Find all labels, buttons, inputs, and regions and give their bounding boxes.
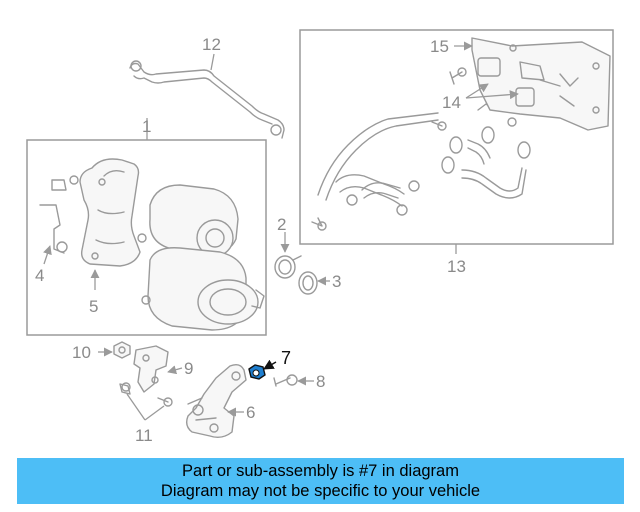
callout-2: 2 xyxy=(277,215,286,234)
leader-12 xyxy=(210,53,215,71)
leader-11a xyxy=(126,393,146,421)
part-10-nut xyxy=(113,341,131,359)
part-9-bracket xyxy=(133,345,169,393)
part-13-coolant-assembly xyxy=(299,29,614,245)
leader-9 xyxy=(167,365,183,375)
parts-diagram: 12 1 4 5 2 3 xyxy=(26,29,614,445)
callout-15: 15 xyxy=(430,37,449,56)
callout-14: 14 xyxy=(442,93,461,112)
part-12-pipe xyxy=(129,60,285,139)
leader-7 xyxy=(263,359,277,370)
part-7-nut-highlighted xyxy=(248,364,266,380)
part-1-turbo-assembly xyxy=(26,139,267,336)
leader-14a xyxy=(465,83,489,99)
part-11-bolts xyxy=(119,382,173,407)
part-6-bracket xyxy=(185,363,247,439)
callout-10: 10 xyxy=(72,343,91,362)
callout-7: 7 xyxy=(281,348,291,368)
callout-1: 1 xyxy=(142,117,151,136)
callout-8: 8 xyxy=(316,372,325,391)
info-banner: Part or sub-assembly is #7 in diagram Di… xyxy=(17,458,624,504)
banner-line-2: Diagram may not be specific to your vehi… xyxy=(160,482,481,500)
part-2-clamp xyxy=(274,255,302,279)
leader-14b xyxy=(465,90,519,100)
leader-11b xyxy=(144,405,165,421)
part-3-gasket xyxy=(298,271,318,295)
callout-6: 6 xyxy=(246,403,255,422)
callout-9: 9 xyxy=(184,359,193,378)
part-8-bolt xyxy=(273,374,298,387)
leader-4 xyxy=(43,245,52,265)
callout-4: 4 xyxy=(35,266,44,285)
callout-3: 3 xyxy=(332,272,341,291)
callout-5: 5 xyxy=(89,297,98,316)
banner-line-1: Part or sub-assembly is #7 in diagram xyxy=(182,462,459,480)
callout-11: 11 xyxy=(135,426,153,445)
callout-13: 13 xyxy=(447,257,466,276)
callout-12: 12 xyxy=(202,35,221,54)
